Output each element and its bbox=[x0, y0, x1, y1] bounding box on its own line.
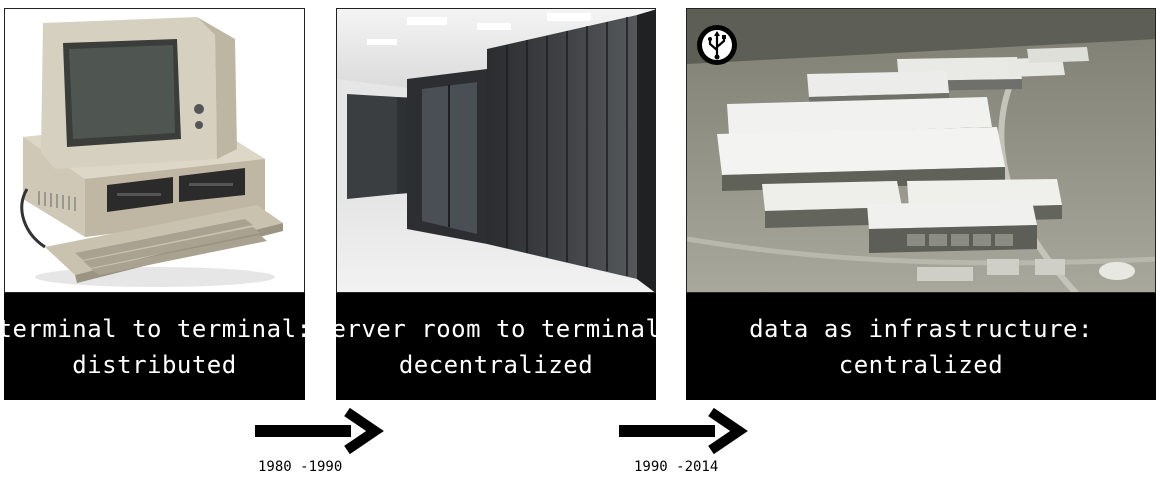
caption-line-2: centralized bbox=[838, 350, 1004, 379]
caption-line-1: data as infrastructure: bbox=[749, 314, 1093, 343]
caption-line-2: decentralized bbox=[398, 350, 594, 379]
timeline-label-1: 1980 -1990 bbox=[258, 459, 343, 475]
caption: server room to terminal: decentralized bbox=[317, 293, 675, 400]
ibm-pc-image bbox=[4, 8, 305, 293]
caption-line-1: terminal to terminal: bbox=[0, 314, 312, 343]
caption-line-1: server room to terminal: bbox=[316, 314, 676, 343]
caption-line-2: distributed bbox=[72, 350, 237, 379]
server-room-image bbox=[336, 8, 656, 293]
caption: data as infrastructure: centralized bbox=[686, 293, 1156, 400]
caption: terminal to terminal: distributed bbox=[0, 293, 311, 400]
timeline-arrow-1 bbox=[255, 408, 385, 454]
data-center-aerial-image bbox=[686, 8, 1156, 293]
timeline-label-2: 1990 -2014 bbox=[634, 459, 719, 475]
timeline-arrow-2 bbox=[619, 408, 749, 454]
usb-icon bbox=[697, 25, 737, 65]
